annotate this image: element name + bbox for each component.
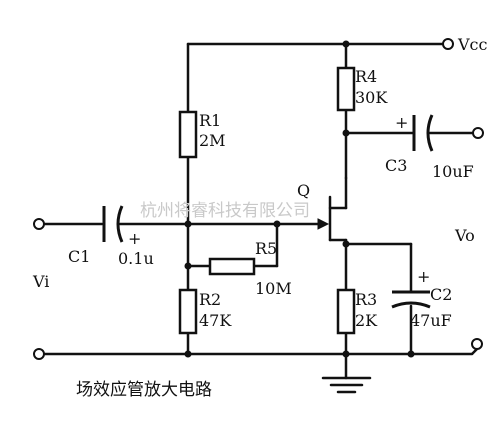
junction-dot [184, 350, 192, 358]
junction-dot [342, 240, 350, 248]
vi-input-terminal [33, 218, 45, 230]
gate-arrow [317, 218, 330, 230]
r5-name-label: R5 [255, 239, 277, 258]
r4-name-label: R4 [355, 67, 377, 86]
r1-name-label: R1 [199, 111, 221, 130]
r4-value-label: 30K [355, 88, 388, 107]
c2-name-label: C2 [430, 285, 452, 304]
r5-value-label: 10M [255, 279, 292, 298]
vo-ground-lead [471, 348, 478, 355]
vo-output-terminal [472, 127, 484, 139]
c2-polarity-label: + [417, 267, 430, 286]
r4-resistor [336, 66, 356, 112]
junction-dot [184, 262, 192, 270]
vi-label: Vi [32, 272, 49, 291]
r2-value-label: 47K [199, 311, 232, 330]
c3-value-label: 10uF [432, 162, 474, 181]
r2-name-label: R2 [199, 290, 221, 309]
junction-dot [184, 220, 192, 228]
c3-plate-right [426, 114, 434, 152]
r5-resistor [208, 257, 256, 276]
r1-value-label: 2M [199, 131, 226, 150]
watermark-text: 杭州将睿科技有限公司 [140, 201, 310, 221]
vo-ground-terminal [471, 338, 483, 350]
r1-resistor [178, 110, 198, 159]
vcc-terminal [442, 38, 454, 50]
r3-name-label: R3 [355, 290, 377, 309]
q-label: Q [297, 181, 310, 200]
r2-resistor [178, 288, 198, 335]
c2-plate-bottom [391, 301, 431, 309]
junction-dot [407, 350, 415, 358]
c1-name-label: C1 [68, 247, 90, 266]
r3-value-label: 2K [355, 311, 378, 330]
junction-dot [342, 129, 350, 137]
r3-resistor [336, 288, 356, 335]
vo-label: Vo [454, 226, 475, 245]
vcc-label: Vcc [457, 35, 488, 54]
c1-value-label: 0.1u [118, 249, 154, 268]
vi-ground-terminal [33, 348, 45, 360]
c1-polarity-label: + [128, 229, 141, 248]
c3-name-label: C3 [385, 156, 407, 175]
c2-value-label: 47uF [410, 311, 452, 330]
junction-dot [273, 220, 281, 228]
c1-plate-right [116, 205, 124, 243]
c3-polarity-label: + [395, 113, 408, 132]
diagram-caption: 场效应管放大电路 [76, 380, 212, 400]
junction-dot [342, 350, 350, 358]
junction-dot [342, 40, 350, 48]
